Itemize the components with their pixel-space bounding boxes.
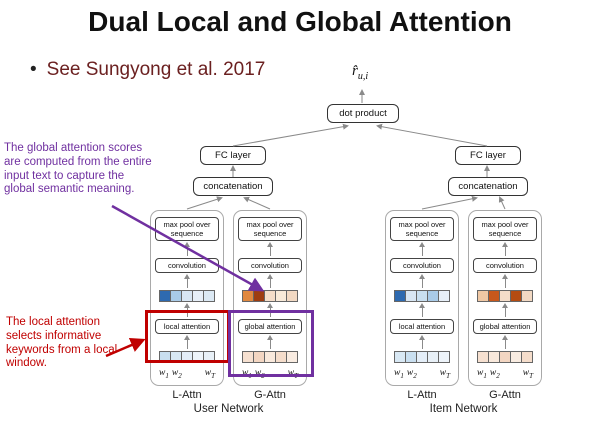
local-attention-box: local attention [155, 319, 219, 334]
global-attention-note: The global attention scores are computed… [4, 142, 152, 196]
feature-cell [438, 290, 450, 302]
up-arrow-icon [501, 303, 508, 317]
word-label: w2 [171, 368, 182, 380]
column-item-local: max pool over sequence convolution local… [385, 210, 459, 386]
column-item-global: max pool over sequence convolution globa… [468, 210, 542, 386]
up-arrow-icon [183, 242, 190, 256]
global-attention-box: global attention [238, 319, 302, 334]
fc-layer-box-user: FC layer [200, 146, 266, 165]
word-label: w2 [406, 368, 417, 380]
column-label-user-local: L-Attn [172, 389, 202, 401]
maxpool-box: max pool over sequence [155, 217, 219, 241]
up-arrow-icon [501, 335, 508, 349]
up-arrow-icon [501, 242, 508, 256]
feature-cell [438, 351, 450, 363]
word-label: w1 [394, 368, 404, 380]
convolution-box: convolution [473, 258, 537, 273]
up-arrow-icon [266, 274, 273, 288]
feature-cell [521, 351, 533, 363]
feature-cells [477, 290, 533, 302]
network-label-item: Item Network [429, 403, 498, 415]
local-attention-note: The local attention selects informative … [6, 316, 118, 370]
bullet-marker: • [30, 59, 37, 80]
feature-cells [242, 290, 298, 302]
feature-cell [203, 290, 215, 302]
column-user-global: max pool over sequence convolution globa… [233, 210, 307, 386]
word-label: w1 [159, 368, 169, 380]
maxpool-box: max pool over sequence [238, 217, 302, 241]
up-arrow-icon [266, 335, 273, 349]
feature-cell [286, 290, 298, 302]
up-arrow-icon [183, 274, 190, 288]
fc-layer-box-item: FC layer [455, 146, 521, 165]
convolution-box: convolution [390, 258, 454, 273]
maxpool-box: max pool over sequence [473, 217, 537, 241]
concatenation-box-user: concatenation [193, 177, 273, 196]
feature-cells [394, 290, 450, 302]
predicted-rating-symbol: r̂u,i [352, 63, 368, 82]
up-arrow-icon [266, 242, 273, 256]
word-label: wT [204, 368, 215, 380]
word-label: wT [439, 368, 450, 380]
word-label: wT [522, 368, 533, 380]
up-arrow-icon [418, 242, 425, 256]
word-cells [394, 351, 450, 363]
global-attention-highlight [228, 310, 314, 377]
word-label: w2 [489, 368, 500, 380]
up-arrow-icon [501, 274, 508, 288]
local-attention-box: local attention [390, 319, 454, 334]
convolution-box: convolution [155, 258, 219, 273]
concatenation-box-item: concatenation [448, 177, 528, 196]
slide-title: Dual Local and Global Attention [88, 6, 512, 37]
bullet-text: See Sungyong et al. 2017 [46, 59, 266, 80]
feature-cell [286, 351, 298, 363]
maxpool-box: max pool over sequence [390, 217, 454, 241]
up-arrow-icon [183, 335, 190, 349]
column-label-item-global: G-Attn [489, 389, 521, 401]
up-arrow-icon [418, 303, 425, 317]
convolution-box: convolution [238, 258, 302, 273]
word-label: w1 [477, 368, 487, 380]
up-arrow-icon [418, 274, 425, 288]
dot-product-box: dot product [327, 104, 399, 123]
global-attention-box: global attention [473, 319, 537, 334]
network-label-user: User Network [193, 403, 264, 415]
rating-subscript: u,i [357, 71, 369, 82]
word-cells [477, 351, 533, 363]
local-attention-highlight [145, 310, 230, 363]
column-label-item-local: L-Attn [407, 389, 437, 401]
word-cells [242, 351, 298, 363]
up-arrow-icon [418, 335, 425, 349]
column-label-user-global: G-Attn [254, 389, 286, 401]
bullet-line: • See Sungyong et al. 2017 [30, 59, 265, 81]
feature-cell [521, 290, 533, 302]
feature-cells [159, 290, 215, 302]
rating-base: r̂ [352, 63, 358, 79]
